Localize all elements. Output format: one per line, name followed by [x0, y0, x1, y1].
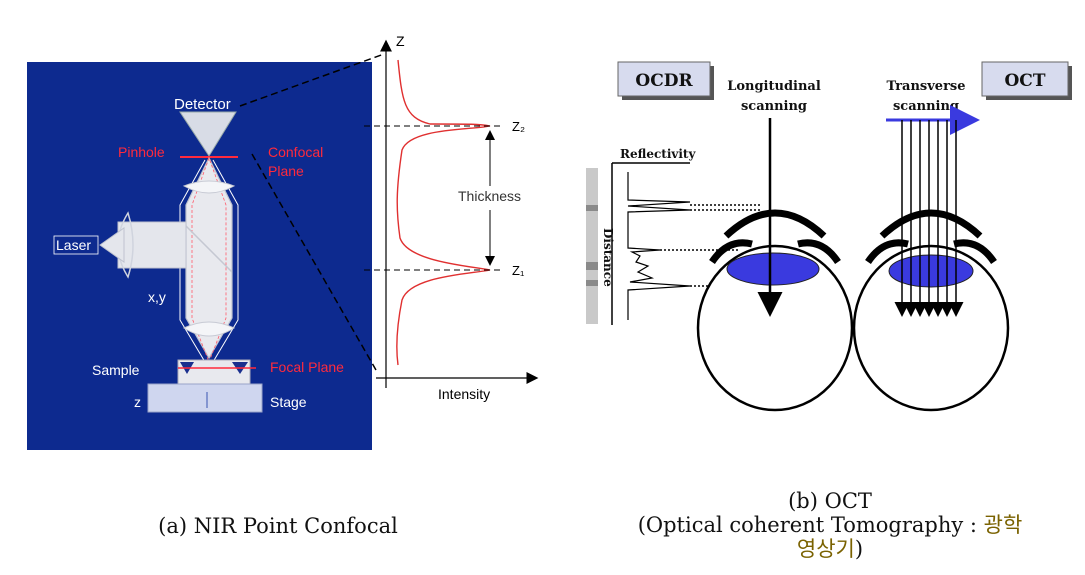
iris-right-a [865, 239, 909, 265]
ocdr-label: OCDR [635, 71, 693, 91]
confocal-diagram: Detector Pinhole Confocal Plane Laser x,… [27, 62, 372, 450]
lens-left [726, 252, 820, 286]
ocdr-box [617, 61, 711, 97]
zoom-line-top [239, 53, 385, 107]
reflectivity-trace [627, 172, 691, 320]
beam-column [185, 156, 233, 360]
longitudinal-label-2: scanning [741, 99, 807, 114]
caption-b-line-2-text: (Optical coherent Tomography : [637, 513, 984, 537]
transverse-label-1: Transverse [886, 79, 965, 94]
confocal-plane-label-1: Confocal [268, 144, 323, 160]
caption-a-text: (a) NIR Point Confocal [158, 514, 398, 538]
xy-label: x,y [148, 289, 166, 305]
oct-label: OCT [1005, 71, 1046, 91]
confocal-plane-label-2: Plane [268, 163, 304, 179]
longitudinal-label-1: Longitudinal [727, 79, 821, 94]
laser-beam [117, 221, 187, 269]
iris-left-b [797, 239, 841, 265]
caption-b-korean-1: 광학 [983, 513, 1023, 537]
collector-lens [182, 180, 236, 194]
caption-a: (a) NIR Point Confocal [98, 514, 458, 538]
distance-bar [586, 168, 598, 324]
caption-b-line-1: (b) OCT [788, 489, 872, 513]
distance-bar-band-3 [586, 280, 598, 286]
laser-label: Laser [56, 237, 91, 253]
transverse-label-2: scanning [893, 99, 959, 114]
cornea-left [723, 209, 827, 239]
intensity-profile: Z Intensity Z₂ Z₁ Thickness [364, 33, 539, 402]
detector-label: Detector [174, 96, 231, 113]
eye-longitudinal [696, 118, 854, 412]
z1-label: Z₁ [512, 263, 525, 278]
intensity-axis-label: Intensity [438, 386, 490, 402]
reflectivity-label: Reflectivity [620, 147, 696, 161]
cornea-right [879, 209, 983, 239]
thickness-label: Thickness [458, 188, 521, 204]
pinhole-label: Pinhole [118, 144, 165, 160]
focal-plane-label: Focal Plane [270, 359, 344, 375]
iris-right-b [953, 239, 997, 265]
caption-b-korean-2: 영상기 [796, 537, 855, 561]
beam-outline-right [212, 159, 239, 363]
eye-transverse [852, 105, 1010, 412]
laser-label-box [53, 235, 99, 255]
oct-diagram: OCDR OCT Longitudinal scanning Transvers… [586, 61, 1072, 412]
intensity-curve [396, 59, 491, 366]
distance-bar-band-2 [586, 262, 598, 270]
transverse-scan-beams [894, 120, 964, 317]
laser-focus-cone [99, 227, 125, 263]
iris-left-a [709, 239, 753, 265]
stage-block [147, 383, 263, 413]
lens-right [888, 254, 974, 288]
objective-lens [182, 321, 236, 337]
eyeball-right [852, 244, 1010, 412]
distance-bar-band-1 [586, 205, 598, 211]
caption-b: (b) OCT (Optical coherent Tomography : 광… [590, 489, 1070, 561]
stage-label: Stage [270, 394, 307, 410]
oct-box [981, 61, 1069, 97]
distance-label: Distance [601, 228, 615, 287]
sample-label: Sample [92, 362, 140, 378]
z2-label: Z₂ [512, 119, 525, 134]
zoom-line-bottom [251, 153, 377, 371]
stage-z-label: z [134, 394, 141, 410]
detector-cone [179, 111, 237, 157]
caption-b-line-2: (Optical coherent Tomography : 광학 [590, 513, 1070, 537]
eyeball-left [696, 244, 854, 412]
beam-splitter [185, 225, 233, 273]
caption-b-line-3-suffix: ) [854, 537, 864, 561]
z-axis-label: Z [396, 33, 405, 49]
caption-b-line-3: 영상기) [590, 537, 1070, 561]
